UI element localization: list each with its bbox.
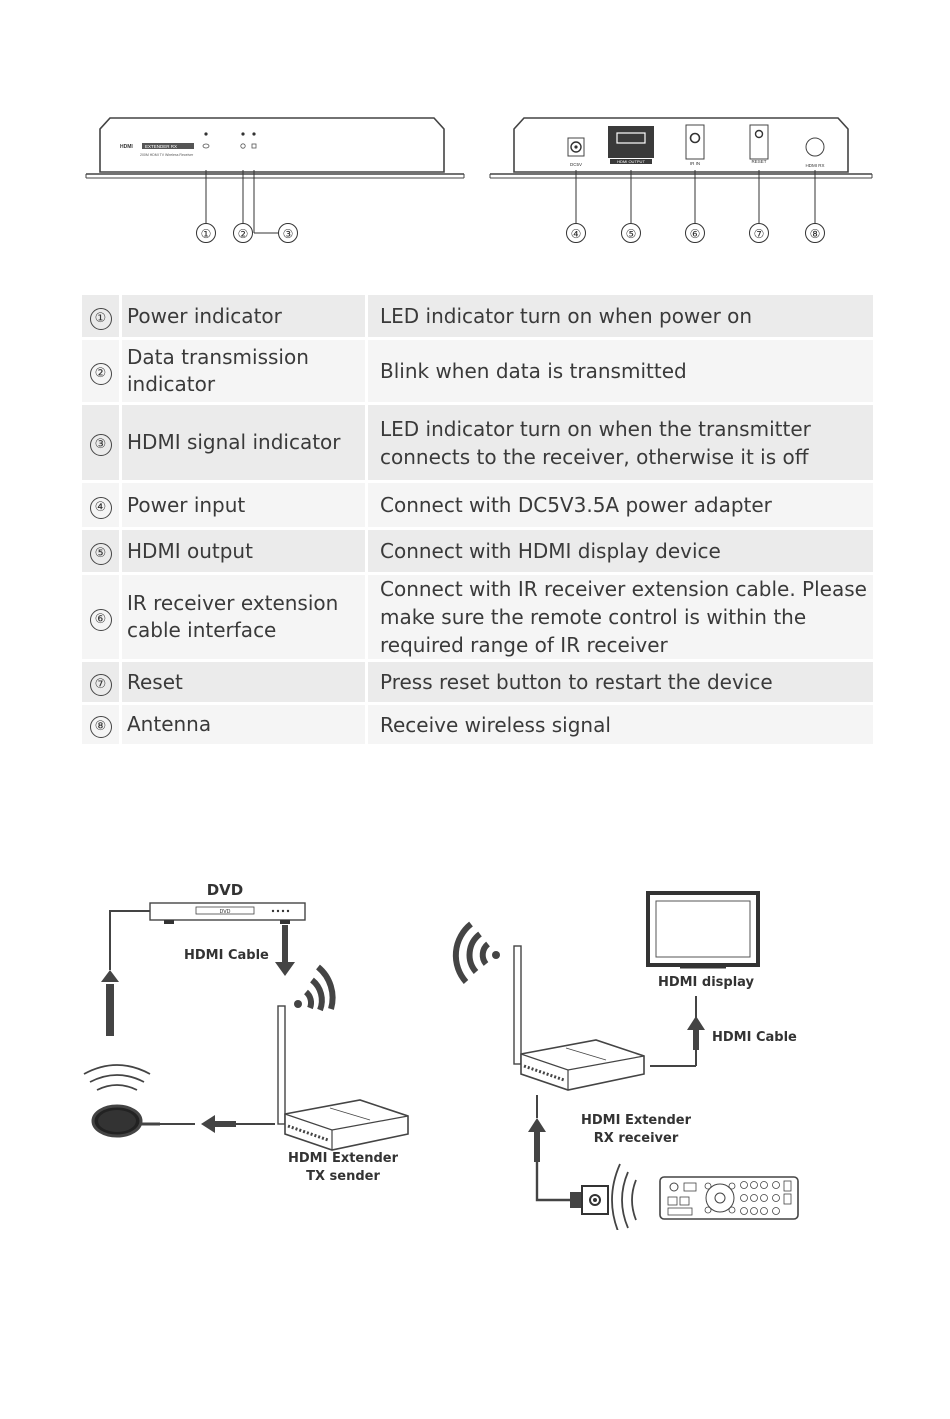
wifi-signal-icon xyxy=(294,964,336,1012)
callout-2: ② xyxy=(233,223,253,243)
hdmi-cable-right-label: HDMI Cable xyxy=(712,1030,797,1045)
callout-4: ④ xyxy=(566,223,586,243)
tx-sender-device-icon xyxy=(277,1005,409,1151)
hdmi-symbol-icon xyxy=(251,143,257,149)
table-row: ④ Power input Connect with DC5V3.5A powe… xyxy=(82,483,873,530)
table-row: ③ HDMI signal indicator LED indicator tu… xyxy=(82,405,873,483)
part-description: Connect with DC5V3.5A power adapter xyxy=(368,483,873,530)
row-number: ⑦ xyxy=(89,673,112,696)
power-symbol-icon xyxy=(202,143,210,149)
svg-text:④: ④ xyxy=(571,227,582,241)
power-led-icon xyxy=(204,132,208,136)
dc-power-port-icon xyxy=(567,137,585,157)
rx-label-line1: HDMI Extender xyxy=(581,1113,692,1128)
svg-text:③: ③ xyxy=(283,227,294,241)
callout-6: ⑥ xyxy=(685,223,705,243)
callout-3: ③ xyxy=(278,223,298,243)
front-brand-text: HDMI xyxy=(120,144,133,150)
wifi-signal-icon xyxy=(452,921,500,984)
part-description: Connect with HDMI display device xyxy=(368,530,873,575)
svg-text:⑦: ⑦ xyxy=(754,227,765,241)
rx-receiver-device-icon xyxy=(513,945,645,1091)
hdmi-output-port-icon xyxy=(608,126,654,164)
part-name: Power indicator xyxy=(122,295,368,340)
ir-in-label: IR IN xyxy=(690,161,700,166)
tx-label-line1: HDMI Extender xyxy=(288,1151,399,1166)
hdmi-cable-left-label: HDMI Cable xyxy=(184,948,269,963)
callout-1: ① xyxy=(196,223,216,243)
table-row: ⑦ Reset Press reset button to restart th… xyxy=(82,662,873,705)
part-description: Receive wireless signal xyxy=(368,705,873,747)
row-number: ④ xyxy=(89,496,112,519)
data-symbol-icon xyxy=(240,143,246,149)
hdmi-led-icon xyxy=(252,132,256,136)
part-name: Power input xyxy=(122,483,368,530)
part-name: Antenna xyxy=(122,705,368,747)
ir-in-port-icon xyxy=(685,124,705,160)
row-number: ⑥ xyxy=(89,608,112,631)
part-name: HDMI output xyxy=(122,530,368,575)
dvd-label: DVD xyxy=(207,881,244,899)
hdmi-display-icon xyxy=(646,891,760,969)
table-row: ⑧ Antenna Receive wireless signal xyxy=(82,705,873,747)
callout-7: ⑦ xyxy=(749,223,769,243)
ir-signal-icon xyxy=(611,1163,637,1230)
row-number: ③ xyxy=(89,434,112,456)
connection-diagram: DVD DVD HDMI Cable HDMI Extender TX send… xyxy=(83,881,799,1230)
rx-label-line2: RX receiver xyxy=(594,1131,679,1146)
hdmi-output-label: HDMI OUTPUT xyxy=(617,159,645,164)
spec-table: ① Power indicator LED indicator turn on … xyxy=(82,295,873,747)
part-name: IR receiver extension cable interface xyxy=(122,575,368,662)
table-row: ⑥ IR receiver extension cable interface … xyxy=(82,575,873,662)
svg-text:⑧: ⑧ xyxy=(810,227,821,241)
hdmi-display-label: HDMI display xyxy=(658,975,755,990)
front-panel-drawing: HDMI EXTENDER RX 200M HDMI TV Wireless R… xyxy=(85,117,465,243)
dvd-player-icon: DVD xyxy=(149,902,306,924)
front-subtitle-text: 200M HDMI TV Wireless Receiver xyxy=(140,153,194,157)
reset-label: RESET xyxy=(751,159,766,164)
data-led-icon xyxy=(241,132,245,136)
part-name: HDMI signal indicator xyxy=(122,405,368,483)
part-description: LED indicator turn on when the transmitt… xyxy=(368,405,873,483)
svg-text:②: ② xyxy=(238,227,249,241)
ir-emitter-icon xyxy=(83,1064,160,1138)
part-description: Blink when data is transmitted xyxy=(368,340,873,405)
rear-panel-drawing: DC5V HDMI OUTPUT IR IN RESET HDMI RX ④ ⑤… xyxy=(489,117,873,243)
row-number: ⑤ xyxy=(89,542,112,565)
front-model-badge xyxy=(142,143,194,149)
table-row: ① Power indicator LED indicator turn on … xyxy=(82,295,873,340)
table-row: ② Data transmission indicator Blink when… xyxy=(82,340,873,405)
row-number: ② xyxy=(89,362,112,385)
part-name: Data transmission indicator xyxy=(122,340,368,405)
reset-button-icon xyxy=(749,124,769,160)
part-name: Reset xyxy=(122,662,368,705)
svg-text:⑤: ⑤ xyxy=(626,227,637,241)
ir-receiver-icon xyxy=(570,1185,609,1215)
callout-8: ⑧ xyxy=(805,223,825,243)
row-number: ⑧ xyxy=(89,716,112,738)
callout-5: ⑤ xyxy=(621,223,641,243)
svg-text:⑥: ⑥ xyxy=(690,227,701,241)
part-description: LED indicator turn on when power on xyxy=(368,295,873,340)
dc-port-label: DC5V xyxy=(570,162,582,167)
row-number: ① xyxy=(89,307,112,330)
antenna-port-icon xyxy=(805,137,825,157)
part-description: Connect with IR receiver extension cable… xyxy=(368,575,873,662)
front-model-text: EXTENDER RX xyxy=(145,144,177,149)
svg-text:①: ① xyxy=(201,227,212,241)
svg-text:DVD: DVD xyxy=(219,909,230,915)
part-description: Press reset button to restart the device xyxy=(368,662,873,705)
remote-control-icon xyxy=(659,1176,799,1220)
tx-label-line2: TX sender xyxy=(306,1169,380,1184)
antenna-port-label: HDMI RX xyxy=(806,163,825,168)
table-row: ⑤ HDMI output Connect with HDMI display … xyxy=(82,530,873,575)
